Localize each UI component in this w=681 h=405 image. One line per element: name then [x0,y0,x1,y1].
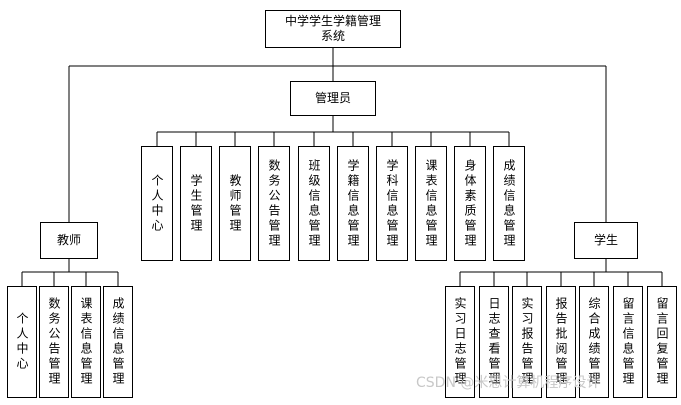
admin-child-node: 学科信息管理 [376,146,408,261]
watermark-text: CSDN @米恩计算机程序设计 [416,375,601,391]
student-node: 学生 [574,222,638,259]
teacher-child-node: 成绩信息管理 [103,286,133,398]
student-node-label: 学生 [593,233,618,247]
teacher-child-node: 数务公告管理 [39,286,69,398]
teacher-node-label: 教师 [56,233,81,247]
student-child-node: 留言信息管理 [613,286,643,398]
admin-child-node: 数务公告管理 [258,146,290,261]
admin-child-label: 课表信息管理 [424,158,438,249]
teacher-node: 教师 [40,222,98,259]
admin-child-label: 数务公告管理 [267,158,281,249]
teacher-child-label: 个人中心 [15,312,29,372]
student-child-label: 日志查看管理 [487,297,501,387]
admin-child-label: 学生管理 [189,173,203,234]
teacher-child-label: 数务公告管理 [47,297,61,387]
admin-child-node: 学生管理 [180,146,212,261]
student-child-label: 综合成绩管理 [587,297,601,387]
admin-child-label: 班级信息管理 [307,158,321,249]
admin-child-node: 身体素质管理 [454,146,486,261]
student-child-node: 日志查看管理 [479,286,509,398]
admin-child-node: 成绩信息管理 [493,146,525,261]
admin-child-label: 学籍信息管理 [346,158,360,249]
student-child-label: 报告批阅管理 [554,297,568,387]
student-child-node: 实习日志管理 [445,286,475,398]
admin-child-label: 身体素质管理 [463,158,477,249]
admin-child-label: 个人中心 [150,173,164,234]
admin-child-node: 教师管理 [219,146,251,261]
teacher-child-node: 个人中心 [7,286,37,398]
teacher-child-label: 成绩信息管理 [111,297,125,387]
student-child-node: 综合成绩管理 [579,286,609,398]
teacher-child-node: 课表信息管理 [71,286,101,398]
student-child-label: 留言信息管理 [621,297,635,387]
student-child-label: 实习日志管理 [453,297,467,387]
admin-child-node: 班级信息管理 [298,146,330,261]
admin-child-node: 课表信息管理 [415,146,447,261]
admin-node: 管理员 [290,81,376,116]
root-node: 中学学生学籍管理系统 [265,10,401,48]
admin-child-label: 学科信息管理 [385,158,399,249]
student-child-node: 留言回复管理 [647,286,677,398]
admin-node-label: 管理员 [314,91,351,105]
teacher-child-label: 课表信息管理 [79,297,93,387]
student-child-label: 留言回复管理 [655,297,669,387]
admin-child-node: 个人中心 [141,146,173,261]
student-child-label: 实习报告管理 [520,297,534,387]
student-child-node: 报告批阅管理 [546,286,576,398]
root-node-label: 中学学生学籍管理系统 [284,14,381,43]
student-child-node: 实习报告管理 [512,286,542,398]
admin-child-label: 成绩信息管理 [502,158,516,249]
admin-child-node: 学籍信息管理 [337,146,369,261]
admin-child-label: 教师管理 [228,173,242,234]
